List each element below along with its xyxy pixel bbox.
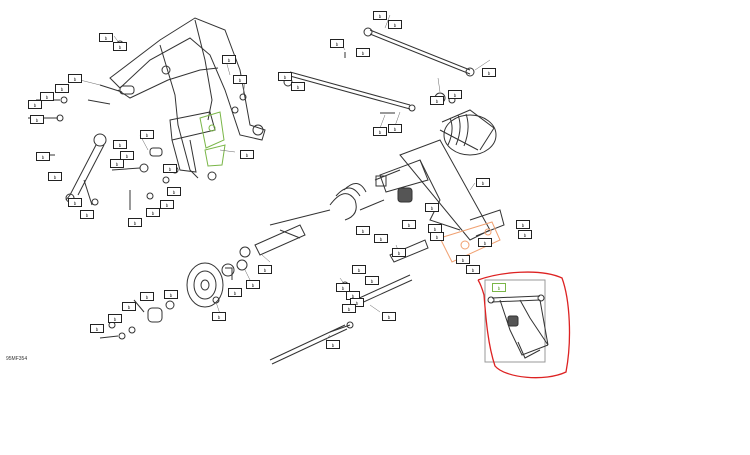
part-label: b xyxy=(80,210,94,219)
part-label: b xyxy=(373,127,387,136)
upper-frame-assembly xyxy=(87,17,266,179)
part-label: b xyxy=(163,164,177,173)
part-label: b xyxy=(99,33,113,42)
part-label: b xyxy=(140,292,154,301)
part-label: b xyxy=(258,265,272,274)
part-label: b xyxy=(120,151,134,160)
part-label: b xyxy=(55,84,69,93)
rod-assembly xyxy=(283,27,475,114)
part-label: b xyxy=(146,208,160,217)
part-label: b xyxy=(68,198,82,207)
shaft-and-bushings xyxy=(239,169,429,263)
part-label: b xyxy=(466,265,480,274)
diagram-code: 95MF354 xyxy=(6,356,28,362)
part-label: b xyxy=(326,340,340,349)
orange-plate xyxy=(439,221,501,263)
part-label: b xyxy=(122,302,136,311)
part-label: b xyxy=(373,11,387,20)
part-label: b xyxy=(342,304,356,313)
part-label: b xyxy=(476,178,490,187)
part-label: b xyxy=(388,124,402,133)
part-label: b xyxy=(425,203,439,212)
part-label: b xyxy=(233,75,247,84)
detail-box xyxy=(484,279,546,363)
part-label: b xyxy=(110,159,124,168)
part-label: b xyxy=(430,96,444,105)
part-label: b xyxy=(350,298,364,307)
part-label: b xyxy=(356,48,370,57)
part-label: b xyxy=(448,90,462,99)
part-label: b xyxy=(402,220,416,229)
part-label: b xyxy=(456,255,470,264)
part-label: b xyxy=(48,172,62,181)
part-label: b xyxy=(90,324,104,333)
part-label: b xyxy=(222,55,236,64)
part-label: b xyxy=(388,20,402,29)
part-label: b xyxy=(478,238,492,247)
idler-wheel xyxy=(186,259,248,308)
part-label: b xyxy=(330,39,344,48)
long-bolt xyxy=(269,274,413,365)
part-label: b xyxy=(374,234,388,243)
part-label: b xyxy=(365,276,379,285)
part-label: b xyxy=(336,283,350,292)
part-label: b xyxy=(140,130,154,139)
part-label: b xyxy=(352,265,366,274)
part-label: b xyxy=(36,152,50,161)
part-label: b xyxy=(40,92,54,101)
part-label: b xyxy=(356,226,370,235)
part-label: b xyxy=(128,218,142,227)
rear-arm-assembly xyxy=(487,294,549,359)
part-label: b xyxy=(164,290,178,299)
part-label: b xyxy=(246,280,260,289)
part-label: b xyxy=(113,42,127,51)
part-label: b xyxy=(516,220,530,229)
part-label: b xyxy=(28,100,42,109)
part-label: b xyxy=(212,312,226,321)
part-label: b xyxy=(492,283,506,292)
part-label: b xyxy=(68,74,82,83)
part-label: b xyxy=(160,200,174,209)
part-label: b xyxy=(167,187,181,196)
part-label: b xyxy=(113,140,127,149)
part-label: b xyxy=(291,82,305,91)
part-label: b xyxy=(108,314,122,323)
torsion-spring-left xyxy=(269,183,385,226)
part-label: b xyxy=(278,72,292,81)
part-label: b xyxy=(240,150,254,159)
part-label: b xyxy=(392,248,406,257)
part-label: b xyxy=(228,288,242,297)
swing-arm xyxy=(379,139,505,241)
green-bracket xyxy=(199,111,226,167)
red-callout-circle xyxy=(477,271,571,379)
part-label: b xyxy=(382,312,396,321)
part-label: b xyxy=(430,232,444,241)
part-label: b xyxy=(30,115,44,124)
part-label: b xyxy=(482,68,496,77)
torsion-spring-right xyxy=(439,109,497,156)
part-label: b xyxy=(518,230,532,239)
